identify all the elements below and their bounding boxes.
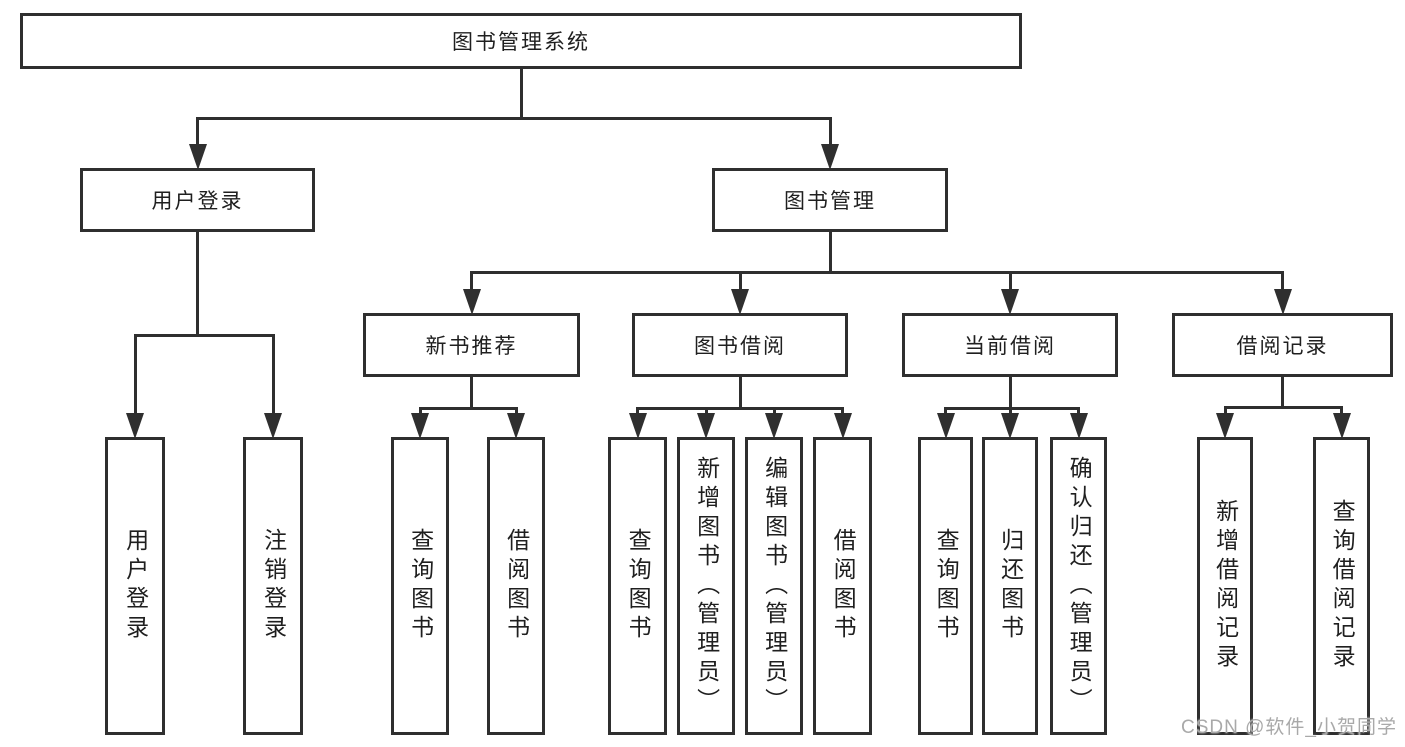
- connector-drop: [944, 406, 947, 419]
- arrowhead-down-icon: [1001, 413, 1019, 439]
- connector-drop: [1008, 406, 1012, 419]
- arrowhead-down-icon: [731, 289, 749, 315]
- diagram-node-leaf-query-book-borrow: 查询图书: [608, 437, 667, 735]
- connector-drop: [738, 270, 742, 295]
- diagram-node-leaf-add-borrow-record: 新增借阅记录: [1197, 437, 1253, 735]
- node-label: 当前借阅: [964, 335, 1056, 358]
- connector-split-bar: [1223, 405, 1343, 409]
- node-label: 新增图书（管理员）: [693, 455, 720, 717]
- arrowhead-down-icon: [833, 413, 852, 439]
- connector-drop: [828, 116, 832, 150]
- arrowhead-down-icon: [1216, 413, 1234, 439]
- diagram-node-book-borrowing: 图书借阅: [632, 313, 848, 377]
- connector-drop: [470, 270, 473, 295]
- diagram-node-leaf-user-login: 用户登录: [105, 437, 165, 735]
- connector-stem: [828, 231, 832, 274]
- connector-split-bar: [470, 270, 1284, 274]
- connector-split-bar: [944, 406, 1080, 410]
- connector-drop: [1223, 405, 1227, 419]
- connector-stem: [738, 376, 742, 410]
- node-label: 借阅记录: [1236, 335, 1329, 358]
- node-label: 注销登录: [260, 528, 287, 644]
- node-label: 查询借阅记录: [1329, 499, 1356, 673]
- connector-split-bar: [133, 333, 275, 337]
- arrowhead-down-icon: [1332, 413, 1351, 439]
- connector-drop: [636, 406, 639, 419]
- node-label: 查询图书: [407, 528, 434, 644]
- node-label: 图书管理系统: [452, 31, 590, 54]
- node-label: 新书推荐: [425, 335, 518, 358]
- diagram-node-leaf-confirm-return-admin: 确认归还（管理员）: [1050, 437, 1107, 735]
- diagram-node-leaf-edit-book-admin: 编辑图书（管理员）: [745, 437, 803, 735]
- node-label: 借阅图书: [830, 528, 857, 644]
- connector-drop: [133, 333, 137, 419]
- diagram-node-root: 图书管理系统: [20, 13, 1022, 69]
- arrowhead-down-icon: [411, 413, 429, 439]
- connector-drop: [704, 406, 708, 419]
- diagram-node-leaf-add-book-admin: 新增图书（管理员）: [677, 437, 735, 735]
- node-label: 查询图书: [625, 528, 652, 644]
- diagram-node-leaf-borrow-book-recommend: 借阅图书: [487, 437, 545, 735]
- arrowhead-down-icon: [1273, 289, 1292, 315]
- connector-split-bar: [418, 406, 518, 410]
- connector-drop: [196, 116, 199, 150]
- diagram-node-leaf-query-book-recommend: 查询图书: [391, 437, 449, 735]
- arrowhead-down-icon: [936, 413, 955, 439]
- arrowhead-down-icon: [507, 413, 525, 439]
- arrowhead-down-icon: [126, 413, 144, 439]
- node-label: 用户登录: [122, 528, 149, 644]
- node-label: 借阅图书: [503, 528, 530, 644]
- node-label: 图书借阅: [694, 335, 786, 358]
- diagram-node-borrowing-records: 借阅记录: [1172, 313, 1393, 377]
- connector-drop: [1077, 406, 1080, 419]
- arrowhead-down-icon: [765, 413, 783, 439]
- diagram-node-new-book-recommend: 新书推荐: [363, 313, 580, 377]
- watermark: CSDN @软件_小贺同学: [1181, 717, 1397, 738]
- diagram-node-current-borrowing: 当前借阅: [902, 313, 1118, 377]
- connector-drop: [841, 406, 844, 419]
- connector-drop: [1008, 270, 1012, 295]
- connector-drop: [772, 406, 776, 419]
- arrowhead-down-icon: [628, 413, 647, 439]
- connector-drop: [271, 333, 275, 419]
- node-label: 图书管理: [784, 190, 876, 213]
- connector-stem: [1281, 376, 1284, 409]
- connector-drop: [514, 406, 518, 419]
- arrowhead-down-icon: [697, 413, 715, 439]
- connector-split-bar: [636, 406, 844, 410]
- diagram-node-book-management: 图书管理: [712, 168, 948, 232]
- arrowhead-down-icon: [462, 289, 481, 315]
- diagram-node-leaf-query-book-current: 查询图书: [918, 437, 973, 735]
- connector-stem: [519, 68, 523, 120]
- connector-stem: [470, 376, 473, 410]
- connector-stem: [196, 231, 199, 337]
- diagram-node-user-login: 用户登录: [80, 168, 315, 232]
- arrowhead-down-icon: [264, 413, 282, 439]
- arrowhead-down-icon: [1001, 289, 1019, 315]
- connector-drop: [418, 406, 422, 419]
- connector-split-bar: [196, 116, 832, 120]
- connector-drop: [1340, 405, 1343, 419]
- node-label: 编辑图书（管理员）: [761, 455, 788, 717]
- diagram-node-leaf-logout: 注销登录: [243, 437, 303, 735]
- node-label: 归还图书: [997, 528, 1024, 644]
- arrowhead-down-icon: [1069, 413, 1088, 439]
- connector-drop: [1281, 270, 1284, 295]
- diagram-node-leaf-return-book: 归还图书: [982, 437, 1038, 735]
- diagram-node-leaf-borrow-book: 借阅图书: [813, 437, 872, 735]
- node-label: 新增借阅记录: [1212, 499, 1239, 673]
- diagram-node-leaf-query-borrow-record: 查询借阅记录: [1313, 437, 1370, 735]
- node-label: 查询图书: [933, 528, 960, 644]
- node-label: 用户登录: [151, 190, 244, 213]
- connector-stem: [1008, 376, 1012, 410]
- arrowhead-down-icon: [821, 144, 839, 170]
- arrowhead-down-icon: [188, 144, 207, 170]
- node-label: 确认归还（管理员）: [1066, 455, 1093, 717]
